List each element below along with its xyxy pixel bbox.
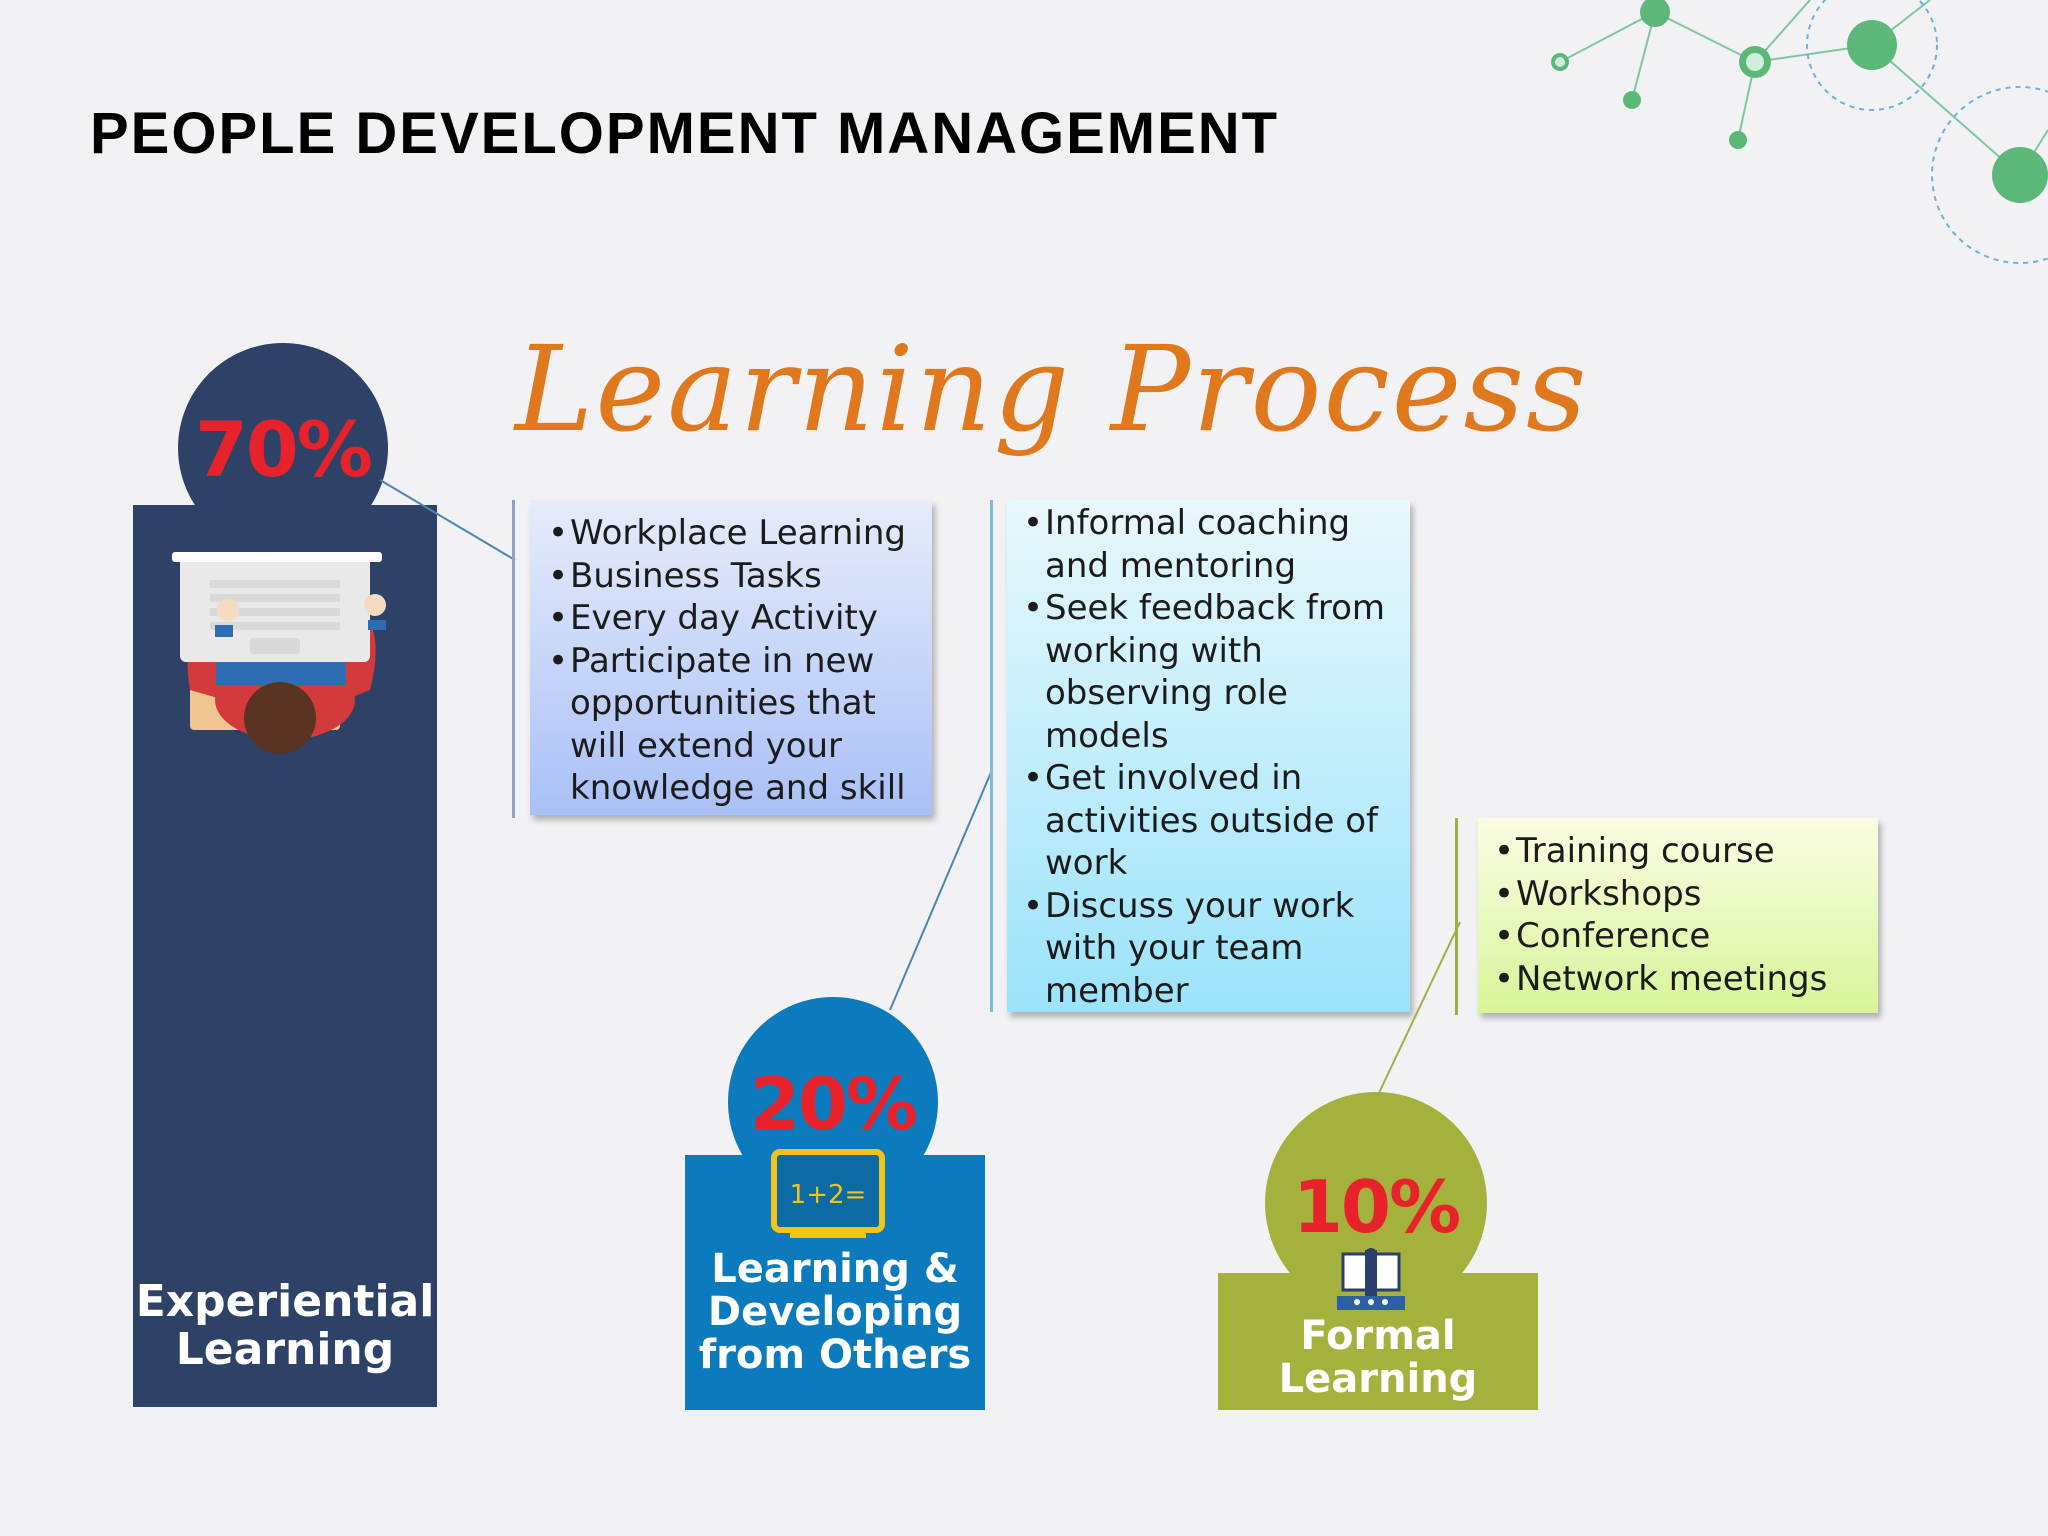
experiential-label-line1: Experiential bbox=[135, 1276, 435, 1327]
list-item: Every day Activity bbox=[548, 597, 932, 640]
experiential-label-line2: Learning bbox=[175, 1323, 395, 1375]
others-label-line2: Developing bbox=[707, 1289, 963, 1336]
connector-70 bbox=[379, 479, 516, 561]
experiential-learning-label: Experiential Learning bbox=[133, 1278, 437, 1373]
board-text: 1+2= bbox=[790, 1180, 867, 1210]
experiential-items-box: Workplace Learning Business Tasks Every … bbox=[530, 500, 932, 815]
list-item: Informal coaching and mentoring bbox=[1023, 502, 1410, 587]
box-20-divider bbox=[990, 500, 993, 1012]
percent-20: 20% bbox=[749, 1062, 918, 1146]
person-at-laptop-icon bbox=[172, 552, 386, 754]
list-item: Participate in new opportunities that wi… bbox=[548, 640, 932, 810]
others-items-box: Informal coaching and mentoring Seek fee… bbox=[1007, 500, 1410, 1012]
slide-title: PEOPLE DEVELOPMENT MANAGEMENT bbox=[90, 101, 1280, 166]
list-item: Workplace Learning bbox=[548, 512, 932, 555]
developing-from-others-label: Learning & Developing from Others bbox=[685, 1246, 985, 1379]
network-decoration bbox=[1551, 0, 2048, 264]
formal-items-box: Training course Workshops Conference Net… bbox=[1478, 818, 1878, 1013]
presenter-icon bbox=[1337, 1248, 1405, 1310]
formal-label-line1: Formal bbox=[1300, 1313, 1456, 1359]
percent-circle-70 bbox=[178, 343, 388, 553]
others-label-line3: from Others bbox=[698, 1332, 972, 1379]
list-item: Conference bbox=[1494, 915, 1878, 958]
percent-10: 10% bbox=[1292, 1165, 1461, 1249]
formal-label-line2: Learning bbox=[1278, 1356, 1478, 1403]
others-label-line1: Learning & bbox=[711, 1246, 959, 1292]
box-10-divider bbox=[1455, 818, 1458, 1015]
chalkboard-icon: 1+2= bbox=[771, 1149, 885, 1238]
percent-70: 70% bbox=[195, 405, 373, 494]
list-item: Network meetings bbox=[1494, 958, 1878, 1001]
box-70-divider bbox=[512, 500, 515, 818]
list-item: Seek feedback from working with observin… bbox=[1023, 587, 1410, 757]
formal-learning-label: Formal Learning bbox=[1218, 1313, 1538, 1403]
list-item: Business Tasks bbox=[548, 555, 932, 598]
learning-process-heading: Learning Process bbox=[515, 320, 1589, 458]
list-item: Discuss your work with your team member bbox=[1023, 885, 1410, 1013]
list-item: Workshops bbox=[1494, 873, 1878, 916]
list-item: Training course bbox=[1494, 830, 1878, 873]
connector-10 bbox=[1377, 921, 1461, 1096]
list-item: Get involved in activities outside of wo… bbox=[1023, 757, 1410, 885]
connector-20 bbox=[889, 769, 993, 1011]
